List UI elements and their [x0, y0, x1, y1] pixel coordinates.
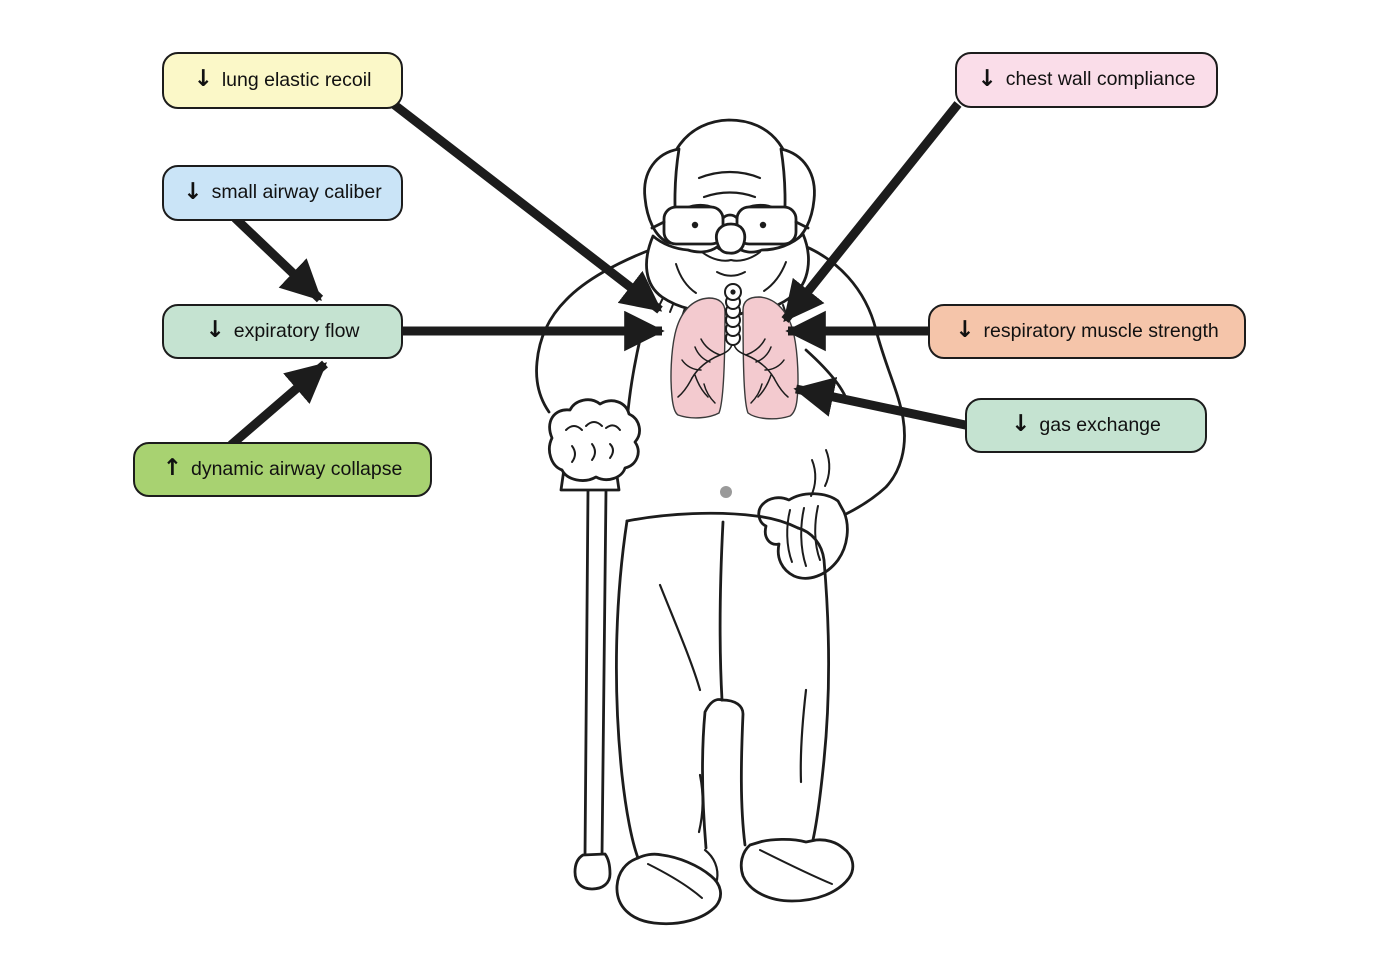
down-arrow-icon: ↓ — [1011, 411, 1031, 437]
man-left-fist — [548, 398, 641, 482]
arrows — [228, 99, 971, 449]
nose — [714, 222, 747, 255]
lungs-illustration — [670, 283, 799, 420]
down-arrow-icon: ↓ — [955, 317, 975, 343]
label-chest-wall-compliance: ↓ chest wall compliance — [955, 52, 1218, 108]
right-eye — [759, 221, 767, 229]
arrow-small-airway-caliber-to-expiratory-flow — [231, 214, 324, 303]
label-respiratory-muscle-strength: ↓ respiratory muscle strength — [928, 304, 1246, 359]
lung-left-lobe — [670, 297, 726, 419]
label-text: small airway caliber — [211, 181, 382, 204]
label-dynamic-airway-collapse: ↑ dynamic airway collapse — [133, 442, 432, 497]
trachea — [724, 283, 742, 346]
down-arrow-icon: ↓ — [977, 65, 997, 92]
arrow-gas-exchange-to-lungs — [793, 377, 971, 431]
label-lung-elastic-recoil: ↓ lung elastic recoil — [162, 52, 403, 109]
label-text: gas exchange — [1039, 413, 1161, 436]
cane — [559, 467, 621, 891]
label-text: chest wall compliance — [1005, 68, 1196, 91]
man-body — [535, 241, 906, 926]
down-arrow-icon: ↓ — [193, 66, 213, 92]
down-arrow-icon: ↓ — [205, 317, 225, 343]
label-gas-exchange: ↓ gas exchange — [965, 398, 1207, 453]
label-text: dynamic airway collapse — [190, 457, 403, 480]
arrow-chest-wall-compliance-to-lungs — [781, 101, 962, 323]
label-expiratory-flow: ↓ expiratory flow — [162, 304, 403, 359]
navel-dot — [720, 486, 732, 498]
bald-head — [664, 118, 794, 216]
label-text: respiratory muscle strength — [983, 319, 1219, 342]
label-small-airway-caliber: ↓ small airway caliber — [162, 165, 403, 221]
cane-tip — [573, 852, 612, 891]
label-text: expiratory flow — [233, 319, 360, 342]
elderly-man-figure — [535, 118, 906, 926]
label-text: lung elastic recoil — [221, 68, 372, 91]
arrow-lung-elastic-recoil-to-lungs — [389, 99, 663, 314]
left-eye — [691, 221, 699, 229]
down-arrow-icon: ↓ — [183, 178, 203, 205]
arrow-dynamic-airway-collapse-to-expiratory-flow — [228, 360, 328, 449]
up-arrow-icon: ↑ — [162, 455, 182, 481]
man-head — [643, 118, 816, 317]
